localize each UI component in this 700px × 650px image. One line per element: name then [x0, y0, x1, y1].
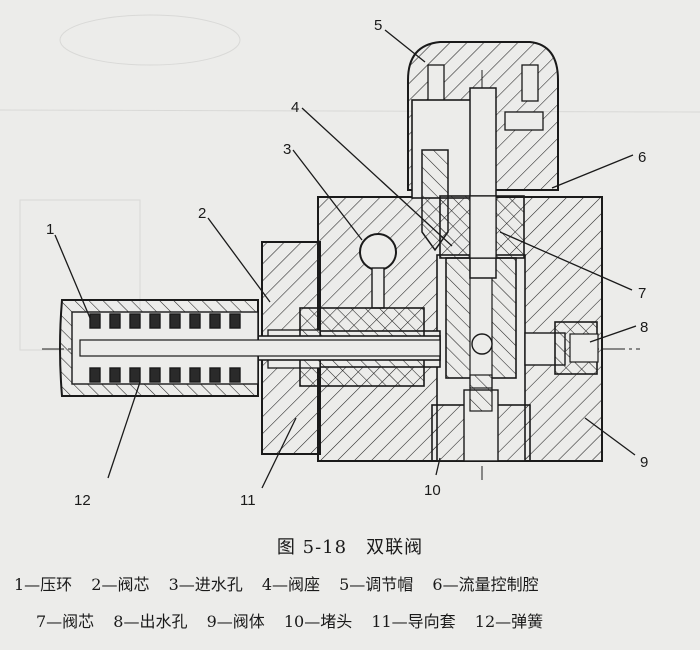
legend-item: 2—阀芯	[91, 575, 150, 594]
stem	[79, 339, 441, 357]
legend-item: 9—阀体	[206, 612, 265, 631]
outlet-fitting	[554, 321, 599, 375]
legend-item: 4—阀座	[261, 575, 321, 594]
valve-seat	[439, 195, 525, 259]
legend-item: 11—导向套	[371, 612, 456, 631]
legend-item: 12—弹簧	[474, 612, 544, 631]
callout-6: 6	[638, 149, 646, 166]
callout-12: 12	[74, 492, 91, 509]
plug	[431, 374, 531, 462]
figure-caption: 图 5-18 双联阀	[276, 537, 424, 558]
callout-9: 9	[640, 454, 648, 471]
callout-5: 5	[374, 17, 382, 34]
callout-numbers: 1 2 3 4 5 6 7 8 9 10 11 12	[46, 17, 648, 509]
legend-item: 1—压环	[14, 575, 73, 594]
callout-8: 8	[640, 319, 648, 336]
callout-10: 10	[424, 482, 441, 499]
callout-7: 7	[638, 285, 646, 302]
leader-lines	[54, 29, 637, 489]
callout-4: 4	[291, 99, 299, 116]
legend-item: 7—阀芯	[36, 612, 95, 631]
legend-item: 8—出水孔	[113, 612, 188, 631]
legend-item: 10—堵头	[283, 612, 353, 631]
spring	[89, 313, 241, 383]
legend-row: 7—阀芯 8—出水孔 9—阀体 10—堵头 11—导向套 12—弹簧	[36, 608, 700, 632]
callout-11: 11	[240, 492, 256, 509]
legend-row: 1—压环 2—阀芯 3—进水孔 4—阀座 5—调节帽 6—流量控制腔	[14, 571, 694, 595]
callout-1: 1	[46, 221, 54, 238]
valve-diagram: 1 2 3 4 5 6 7 8 9 10 11 12	[0, 14, 700, 509]
legend-item: 6—流量控制腔	[432, 575, 539, 594]
legend-item: 5—调节帽	[339, 575, 414, 594]
legend-item: 3—进水孔	[168, 575, 243, 594]
callout-3: 3	[283, 141, 291, 158]
callout-2: 2	[198, 205, 206, 222]
